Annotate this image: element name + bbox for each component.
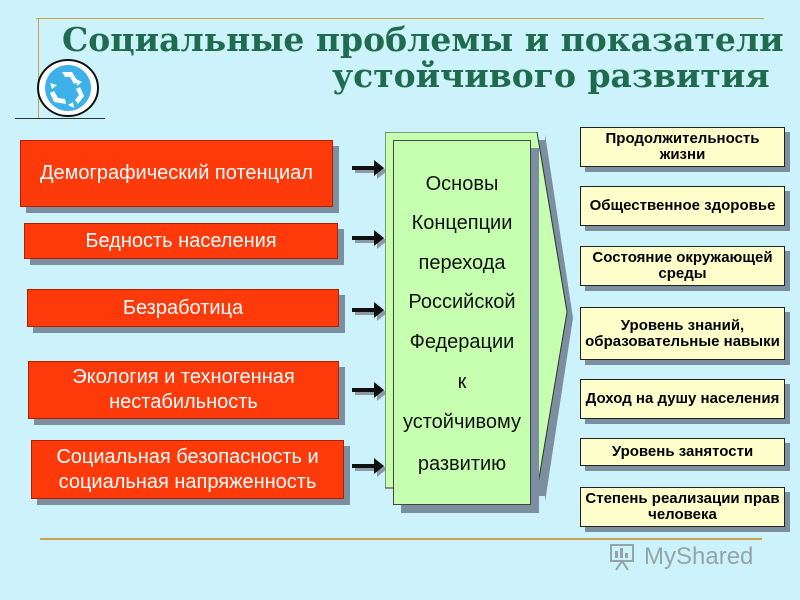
right-arrow-icon xyxy=(352,456,392,482)
indicator-box-public-health: Общественное здоровье xyxy=(580,186,785,226)
center-line: развитию xyxy=(417,453,507,475)
right-arrow-icon xyxy=(352,380,392,406)
footer-rule xyxy=(40,538,762,540)
title-rule-vertical xyxy=(38,18,39,118)
center-line: перехода xyxy=(418,252,506,274)
indicator-box-employment: Уровень занятости xyxy=(580,438,785,466)
center-line: Основы xyxy=(425,173,499,195)
problem-box-social-security: Социальная безопасность и социальная нап… xyxy=(31,440,344,499)
presentation-icon xyxy=(610,544,634,571)
center-line: Концепции xyxy=(411,212,513,234)
indicator-box-education: Уровень знаний, образовательные навыки xyxy=(580,307,785,360)
problem-box-poverty: Бедность населения xyxy=(24,223,338,259)
center-line: к xyxy=(457,371,467,393)
indicator-box-environment: Состояние окружающей среды xyxy=(580,246,785,286)
problem-box-unemployment: Безработица xyxy=(27,289,339,327)
right-arrow-icon xyxy=(352,158,392,184)
watermark-text: MyShared xyxy=(644,543,754,570)
problem-box-ecology: Экология и техногенная нестабильность xyxy=(28,361,339,419)
indicator-box-life-expectancy: Продолжительность жизни xyxy=(580,127,785,167)
right-arrow-icon xyxy=(352,300,392,326)
title-line-1: Социальные проблемы и показатели xyxy=(62,20,784,59)
title-rule-bottom xyxy=(15,118,105,119)
title-line-2: устойчивого развития xyxy=(332,56,770,95)
right-arrow-icon xyxy=(352,228,392,254)
problem-box-demographic: Демографический потенциал xyxy=(20,140,333,207)
indicator-box-income: Доход на душу населения xyxy=(580,379,785,419)
title-rule-top xyxy=(36,18,764,19)
center-line: устойчивому xyxy=(402,411,522,433)
center-concept-box: Основы Концепции перехода Российской Фед… xyxy=(393,140,531,505)
center-line: Федерации xyxy=(409,331,515,353)
center-line: Российской xyxy=(408,291,516,313)
indicator-box-human-rights: Степень реализации прав человека xyxy=(580,487,785,527)
recycle-icon xyxy=(32,58,102,118)
watermark: MyShared xyxy=(608,540,768,574)
